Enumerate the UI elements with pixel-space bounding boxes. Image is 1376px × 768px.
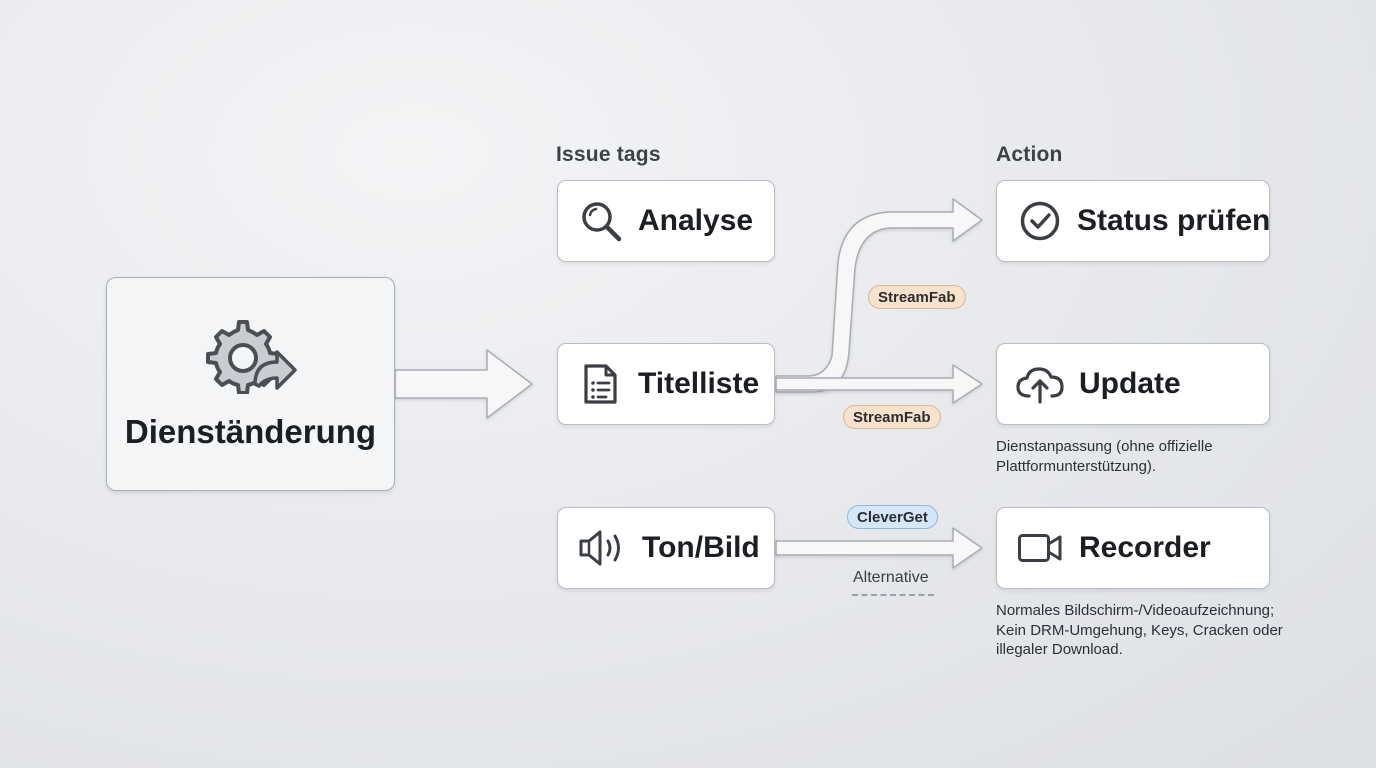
source-node-label: Dienständerung [124, 412, 377, 450]
action-node-recorder[interactable]: Recorder [996, 507, 1270, 589]
speaker-icon [578, 528, 626, 568]
arrow-tonbild-to-recorder [775, 527, 983, 569]
action-node-update[interactable]: Update [996, 343, 1270, 425]
issue-node-label: Ton/Bild [642, 531, 760, 564]
action-node-label: Recorder [1079, 531, 1211, 564]
issue-tags-heading: Issue tags [556, 143, 661, 166]
search-icon [580, 200, 622, 242]
recorder-note-line: Kein DRM-Umgehung, Keys, Cracken oder [996, 621, 1283, 639]
arrow-titelliste-to-status [775, 198, 983, 393]
gear-share-icon [205, 318, 297, 399]
update-note-line: Dienstanpassung (ohne offizielle [996, 438, 1213, 455]
action-node-status-pruefen[interactable]: Status prüfen [996, 180, 1270, 262]
action-heading: Action [996, 143, 1063, 166]
issue-node-label: Analyse [638, 204, 754, 237]
streamfab-tag-middle: StreamFab [843, 405, 941, 429]
update-note: Dienstanpassung (ohne offizielle Plattfo… [996, 437, 1213, 476]
recorder-note-line: Normales Bildschirm-/Videoaufzeichnung; [996, 602, 1275, 619]
recorder-note: Normales Bildschirm-/Videoaufzeichnung; … [996, 601, 1283, 660]
cleverget-tag: CleverGet [847, 505, 938, 529]
alternative-dashed-line [852, 594, 934, 596]
document-list-icon [582, 362, 618, 406]
check-circle-icon [1019, 200, 1061, 242]
alternative-label: Alternative [853, 569, 929, 586]
action-node-label: Update [1079, 367, 1181, 400]
issue-node-titelliste[interactable]: Titelliste [557, 343, 775, 425]
source-node-dienstaenderung[interactable]: Dienständerung [106, 277, 395, 491]
streamfab-tag-top: StreamFab [868, 285, 966, 309]
issue-node-label: Titelliste [638, 367, 760, 400]
issue-node-analyse[interactable]: Analyse [557, 180, 775, 262]
cloud-upload-icon [1015, 364, 1065, 404]
recorder-note-line: illegaler Download. [996, 641, 1123, 658]
action-node-label: Status prüfen [1077, 204, 1271, 237]
update-note-line: Plattformunterstützung). [996, 457, 1157, 475]
arrow-source-to-titelliste [394, 349, 533, 419]
arrow-titelliste-to-update [775, 364, 983, 404]
issue-node-tonbild[interactable]: Ton/Bild [557, 507, 775, 589]
video-camera-icon [1017, 532, 1063, 564]
